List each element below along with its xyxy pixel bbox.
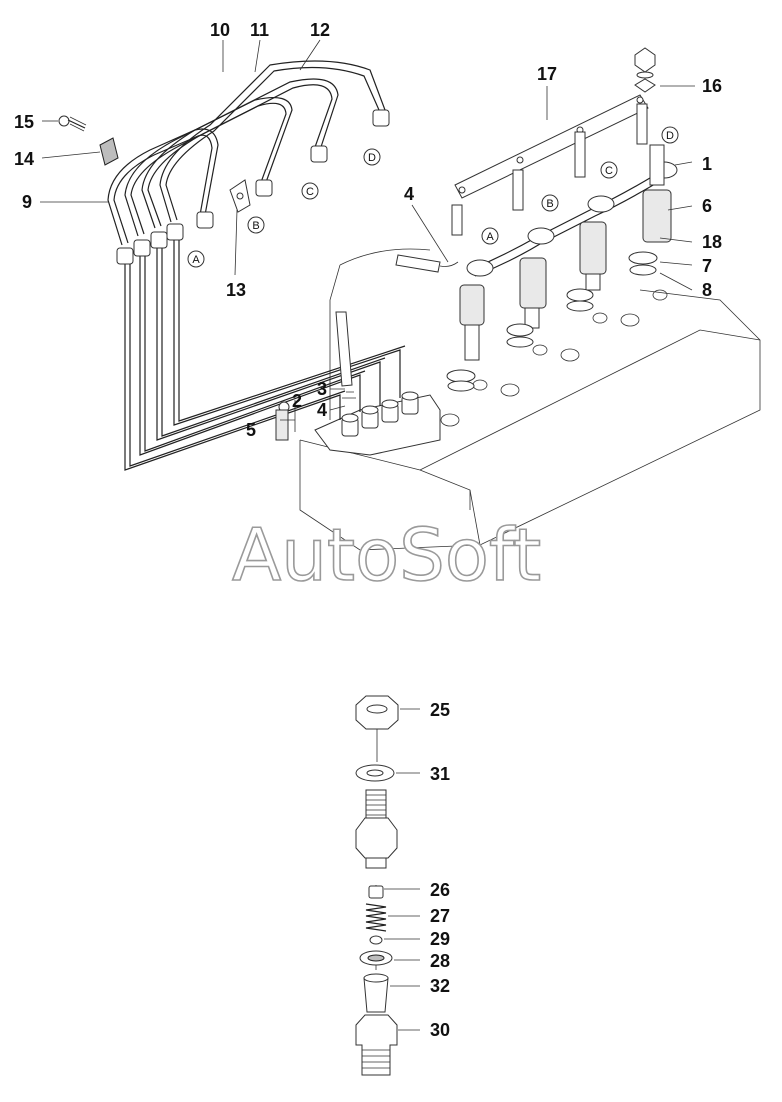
connector-d-pipe: D (368, 152, 376, 164)
pipe-clamp (229, 179, 251, 213)
watermark-text: AutoSoft (232, 513, 541, 597)
banjo-bolt (275, 401, 290, 441)
injection-pipe-bundle (107, 60, 406, 471)
connector-markers: A B C D A B C D (187, 126, 679, 268)
label-part-32: 32 (430, 976, 450, 996)
label-part-6: 6 (702, 196, 712, 216)
clamp-bolt (58, 115, 87, 132)
label-part-14: 14 (14, 149, 34, 169)
leader-lines (40, 39, 695, 1031)
spring-pin (369, 935, 383, 945)
injector-1 (446, 204, 485, 392)
injector-3 (566, 131, 607, 312)
label-part-15: 15 (14, 112, 34, 132)
label-part-29: 29 (430, 929, 450, 949)
engine-cylinder-head (299, 248, 761, 551)
label-part-2: 2 (292, 391, 302, 411)
label-part-8: 8 (702, 280, 712, 300)
label-part-16: 16 (702, 76, 722, 96)
label-part-7: 7 (702, 256, 712, 276)
label-part-28: 28 (430, 951, 450, 971)
injection-pump (314, 391, 441, 456)
injector-exploded-view (355, 695, 399, 1076)
connector-d-leakoff: D (666, 130, 674, 142)
washer (355, 764, 395, 782)
injector-2 (506, 169, 547, 348)
label-part-4-top: 4 (404, 184, 414, 204)
label-part-4-bottom: 4 (317, 400, 327, 420)
head-bosses (440, 289, 668, 427)
label-part-17: 17 (537, 64, 557, 84)
nozzle-tip (363, 973, 389, 1013)
connector-c-leakoff: C (605, 165, 613, 177)
injector-4 (628, 103, 672, 276)
part-number-labels: 10 11 12 17 16 15 14 1 4 9 6 18 7 8 13 3… (14, 20, 722, 1040)
label-part-12: 12 (310, 20, 330, 40)
label-part-27: 27 (430, 906, 450, 926)
spring-seat (368, 885, 384, 899)
rail-nuts (634, 47, 656, 93)
label-part-10: 10 (210, 20, 230, 40)
pipe-clamp-cushion (99, 137, 119, 166)
connector-b-pipe: B (252, 220, 259, 232)
connector-c-pipe: C (306, 186, 314, 198)
label-part-13: 13 (226, 280, 246, 300)
label-part-3: 3 (317, 379, 327, 399)
label-part-31: 31 (430, 764, 450, 784)
label-part-30: 30 (430, 1020, 450, 1040)
return-hose (335, 254, 459, 399)
retaining-nut (355, 695, 399, 730)
pressure-spring (365, 903, 387, 932)
connector-a-leakoff: A (486, 231, 494, 243)
nozzle-nut (355, 1014, 398, 1076)
label-part-25: 25 (430, 700, 450, 720)
injector-bracket-rail (454, 94, 649, 199)
label-part-11: 11 (250, 20, 269, 40)
label-part-26: 26 (430, 880, 450, 900)
connector-b-leakoff: B (546, 198, 553, 210)
distance-piece (359, 950, 393, 966)
label-part-1: 1 (702, 154, 712, 174)
nozzle-holder-body (355, 789, 398, 869)
label-part-18: 18 (702, 232, 722, 252)
label-part-9: 9 (22, 192, 32, 212)
connector-a-pipe: A (192, 254, 200, 266)
label-part-5: 5 (246, 420, 256, 440)
